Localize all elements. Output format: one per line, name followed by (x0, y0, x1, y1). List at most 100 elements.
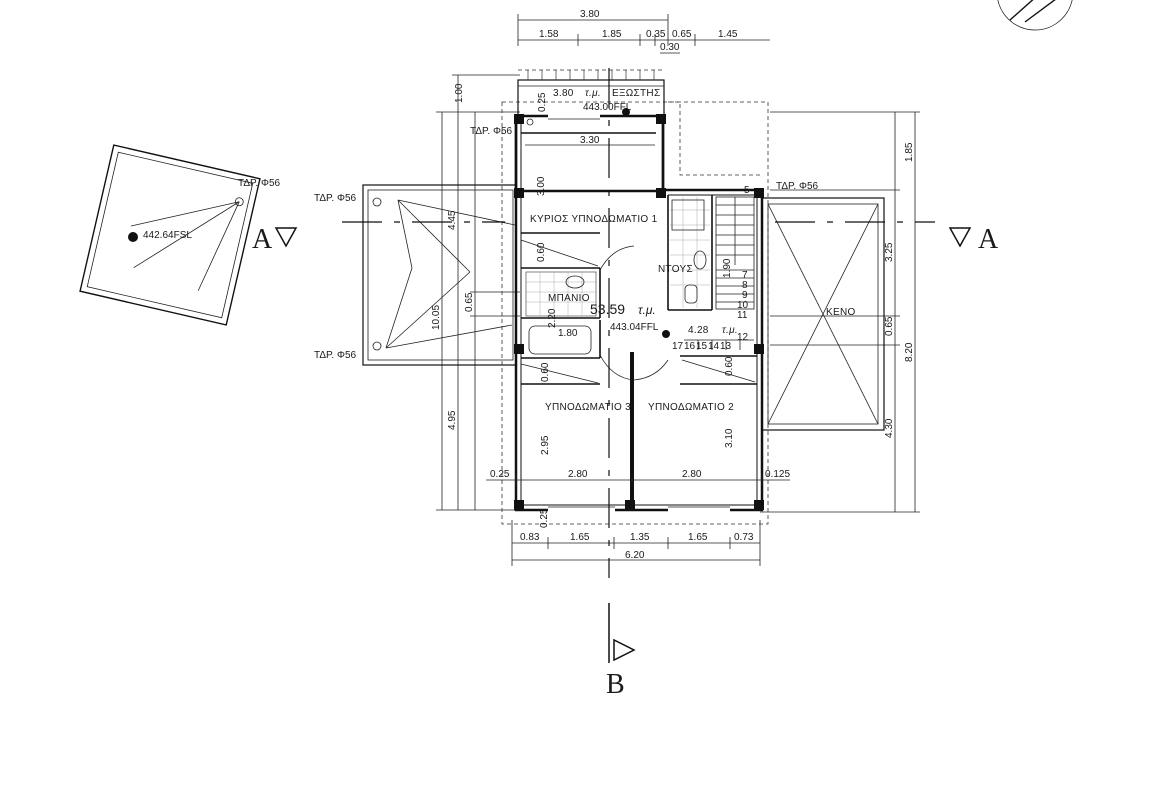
left-dimensions: 1.00 4.45 10.05 0.65 4.95 (431, 74, 520, 511)
step-7: 7 (742, 270, 748, 281)
dim-top-5: 1.45 (718, 29, 738, 40)
dim-right-2: 0.65 (884, 316, 895, 336)
basin-icon (693, 250, 707, 270)
hall-unit: τ.μ. (638, 303, 656, 317)
step-16: 16 (684, 341, 696, 352)
dim-top-2: 1.85 (602, 29, 622, 40)
sink-icon (565, 275, 585, 289)
drain-label-5: ΤΔΡ. Φ56 (238, 178, 281, 189)
wardrobes (520, 239, 756, 384)
drain-icon (526, 118, 534, 126)
drain-icon (372, 341, 382, 351)
level-marker-icon (622, 108, 630, 116)
balcony: 0.25 3.80 τ.μ. ΕΞΩΣΤΗΣ 443.00FFL (517, 70, 665, 117)
stair-area: 4.28 (688, 325, 709, 336)
dim-top-1: 1.58 (539, 29, 559, 40)
dim-bed2-width: 2.80 (682, 469, 702, 480)
drain-label-4: ΤΔΡ. Φ56 (776, 181, 819, 192)
section-arrow-icon (274, 227, 298, 248)
section-arrow-icon (948, 227, 972, 248)
dim-right-top: 1.85 (904, 142, 915, 162)
dim-left-small: 0.65 (464, 292, 475, 312)
hall-level: 443.04FFL (610, 322, 659, 333)
section-b: B (606, 68, 636, 700)
top-dimensions: 3.80 1.58 1.85 0.35 0.65 1.45 0.30 (517, 9, 770, 71)
step-14: 14 (708, 341, 720, 352)
dim-right-3: 4.30 (884, 418, 895, 438)
step-12: 12 (737, 332, 749, 343)
room-void: ΚΕΝΟ (826, 307, 856, 318)
dim-wc-width: 0.60 (536, 242, 547, 262)
dim-bed2-depth: 3.10 (724, 428, 735, 448)
section-a-left: A (252, 224, 273, 255)
step-13: 13 (720, 341, 732, 352)
room-bed2: ΥΠΝΟΔΩΜΑΤΙΟ 2 (648, 402, 734, 413)
dim-master-depth: 3.00 (536, 176, 547, 196)
dim-balcony-small: 0.25 (537, 92, 548, 112)
shower-tray-icon (671, 199, 705, 231)
dim-bed3-width: 2.80 (568, 469, 588, 480)
dim-top-3: 0.35 (646, 29, 666, 40)
dim-right-total: 8.20 (904, 342, 915, 362)
step-11: 11 (737, 310, 748, 321)
dim-balcony-depth: 1.00 (454, 83, 465, 103)
step-15: 15 (696, 341, 708, 352)
room-wc: ΝΤΟΥΣ (658, 264, 693, 275)
section-b-label: B (606, 669, 625, 700)
dim-top-4: 0.65 (672, 29, 692, 40)
drain-label-2: ΤΔΡ. Φ56 (314, 350, 357, 361)
dim-bottom-total: 6.20 (625, 550, 645, 561)
section-arrow-icon (613, 638, 636, 662)
hall-level-marker-icon (662, 330, 670, 338)
dim-bottom-5: 0.73 (734, 532, 754, 543)
stair-unit: τ.μ. (722, 325, 738, 336)
hall-area: 53.59 (590, 301, 625, 317)
drain-label-3: ΤΔΡ. Φ56 (470, 126, 513, 137)
dim-bottom-4: 1.65 (688, 532, 708, 543)
shower-room: ΝΤΟΥΣ 1.90 (658, 197, 733, 308)
balcony-area: 3.80 (553, 88, 574, 99)
section-a: A A (252, 221, 999, 255)
balcony-label: ΕΞΩΣΤΗΣ (612, 88, 660, 99)
dim-right-1: 3.25 (884, 242, 895, 262)
step-17: 17 (672, 341, 684, 352)
dim-left-outer: 4.45 (447, 210, 458, 230)
staircase: 7 8 9 10 11 12 17 16 15 14 13 5 4.28 τ.μ… (672, 185, 755, 352)
right-dimensions: 1.85 3.25 0.65 8.20 4.30 (760, 111, 920, 513)
dim-wardrobe: 0.60 (540, 362, 551, 382)
balcony-level: 443.00FFL (583, 102, 632, 113)
left-roof-terrace: ΤΔΡ. Φ56 ΤΔΡ. Φ56 (314, 184, 517, 366)
dim-left-edge: 0.25 (490, 469, 510, 480)
dim-top-6: 0.30 (660, 42, 680, 53)
roof-outline (501, 101, 769, 525)
roof-level-marker-icon (128, 232, 138, 242)
toilet-icon (684, 284, 698, 304)
bathtub-icon (528, 325, 592, 355)
section-a-right: A (978, 224, 999, 255)
dim-top-total: 3.80 (580, 9, 600, 20)
roof-level: 442.64FSL (143, 230, 192, 241)
dim-bottom-3: 1.35 (630, 532, 650, 543)
drain-label-1: ΤΔΡ. Φ56 (314, 193, 357, 204)
bathroom: ΜΠΑΝΙΟ 2.20 1.80 (525, 271, 597, 355)
step-10: 10 (737, 300, 749, 311)
dim-master-width: 3.30 (580, 135, 600, 146)
hall: 53.59 τ.μ. 443.04FFL (590, 245, 670, 381)
room-master: ΚΥΡΙΟΣ ΥΠΝΟΔΩΜΑΤΙΟ 1 (530, 214, 658, 225)
dim-bath-b: 1.80 (558, 328, 578, 339)
step-9: 9 (742, 290, 748, 301)
dim-bottom-small: 0.25 (539, 508, 550, 528)
dim-bath-a: 2.20 (547, 308, 558, 328)
room-bed3: ΥΠΝΟΔΩΜΑΤΙΟ 3 (545, 402, 631, 413)
void-area: ΚΕΝΟ ΤΔΡ. Φ56 (761, 181, 885, 431)
balcony-area-unit: τ.μ. (585, 88, 601, 99)
north-arrow-icon (997, 0, 1073, 31)
bottom-dimensions: 0.83 1.65 1.35 1.65 0.73 6.20 0.25 (511, 508, 761, 566)
step-5: 5 (744, 185, 750, 196)
dim-wardrobe-b: 0.60 (724, 356, 735, 376)
dim-right-edge: 0.125 (765, 469, 790, 480)
dim-bottom-2: 1.65 (570, 532, 590, 543)
step-8: 8 (742, 280, 748, 291)
drain-icon (372, 197, 382, 207)
